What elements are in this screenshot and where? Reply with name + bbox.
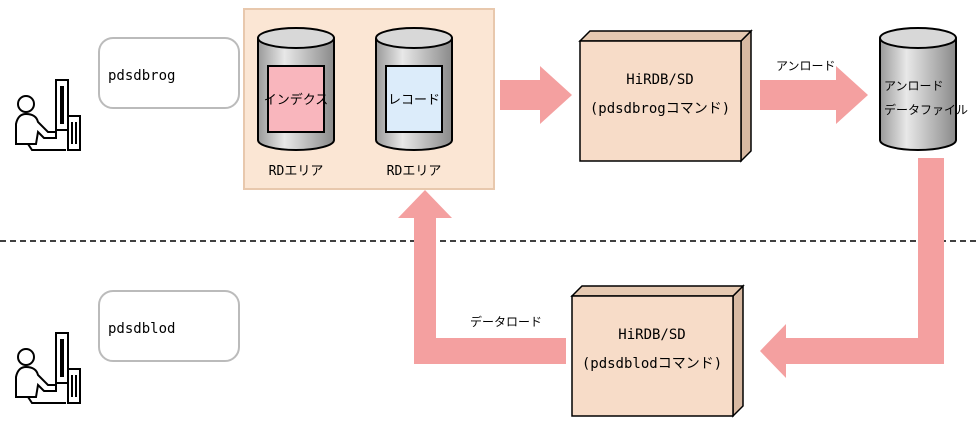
user-icon: [15, 79, 81, 151]
arrow-data-load: [398, 190, 566, 364]
hirdb-command: (pdsdbrogコマンド): [590, 101, 730, 117]
user-unload: pdsdbrog: [15, 37, 240, 151]
data-load-label: データロード: [470, 314, 542, 329]
arrow-file-to-load-tool: [760, 158, 944, 378]
unload-file-label-1: アンロード: [884, 79, 944, 93]
hirdb-unload-box: HiRDB/SD (pdsdbrogコマンド): [578, 29, 753, 163]
rdarea-record-cylinder: レコード RDエリア: [375, 27, 453, 179]
arrow-unload: [760, 66, 868, 124]
user-load: pdsdblod: [15, 290, 240, 404]
rdarea-content-label: インデクス: [264, 92, 329, 108]
user-icon: [15, 332, 81, 404]
hirdb-title: HiRDB/SD: [618, 327, 685, 343]
command-label: pdsdbrog: [108, 68, 175, 84]
rdarea-content-label: レコード: [388, 93, 440, 108]
command-bubble: [98, 290, 240, 362]
hirdb-command: (pdsdblodコマンド): [582, 356, 722, 372]
command-bubble: [98, 37, 240, 109]
command-label: pdsdblod: [108, 321, 175, 337]
rdarea-index-cylinder: インデクス RDエリア: [257, 27, 335, 179]
rdarea-caption: RDエリア: [387, 164, 442, 179]
arrow-to-unload-tool: [500, 66, 572, 124]
unload-data-file-cylinder: アンロード データファイル: [879, 27, 968, 151]
rdarea-caption: RDエリア: [269, 164, 324, 179]
unload-label: アンロード: [776, 59, 836, 73]
hirdb-title: HiRDB/SD: [626, 72, 693, 88]
hirdb-load-box: HiRDB/SD (pdsdblodコマンド): [570, 284, 745, 418]
unload-file-label-2: データファイル: [884, 102, 968, 117]
